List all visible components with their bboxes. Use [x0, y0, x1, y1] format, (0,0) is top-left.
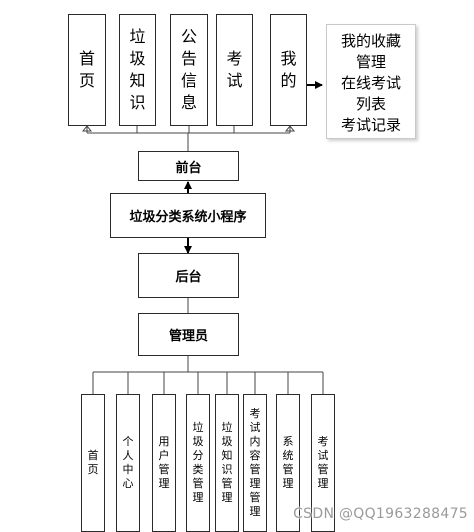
module-announcements: 公告信息	[170, 14, 208, 126]
app-label: 垃圾分类系统小程序	[129, 210, 247, 225]
bottom-bus	[92, 356, 324, 394]
char: 内	[249, 435, 261, 448]
admin-module-waste-knowledge-label: 垃圾知识管理	[222, 421, 233, 505]
frontend-label: 前台	[175, 160, 202, 176]
char: 首	[87, 449, 99, 462]
backend-box: 后台	[138, 253, 239, 298]
char: 理	[192, 491, 204, 504]
char: 垃	[192, 421, 204, 434]
char: 识	[221, 463, 233, 476]
char: 圾	[192, 435, 204, 448]
char: 试	[226, 71, 243, 90]
char: 管	[249, 491, 261, 504]
char: 心	[122, 477, 134, 490]
char: 容	[249, 449, 261, 462]
char: 垃	[221, 421, 233, 434]
module-exam: 考试	[216, 14, 253, 126]
char: 理	[282, 477, 294, 490]
admin-module-exam-label: 考试管理	[318, 435, 329, 491]
admin-module-exam-content-label: 考试内容管理管理	[250, 407, 261, 519]
admin-module-profile-label: 个人中心	[123, 435, 134, 491]
char: 试	[249, 421, 261, 434]
char: 公	[180, 27, 197, 46]
char: 用	[158, 435, 170, 448]
char: 首	[78, 49, 95, 68]
app-box: 垃圾分类系统小程序	[110, 193, 266, 238]
char: 理	[249, 477, 261, 490]
module-exam-label: 考试	[226, 48, 242, 92]
char: 人	[122, 449, 134, 462]
char: 我	[280, 49, 297, 68]
char: 考	[317, 435, 329, 448]
char: 告	[180, 49, 197, 68]
char: 理	[249, 505, 261, 518]
module-mine: 我的	[270, 14, 307, 126]
my-features-note: 我的收藏管理在线考试列表考试记录	[326, 24, 416, 139]
module-waste-knowledge-label: 垃圾知识	[129, 26, 145, 114]
module-home-label: 首页	[79, 48, 95, 92]
char: 管	[158, 463, 170, 476]
backend-label: 后台	[175, 270, 202, 285]
char: 考	[249, 407, 261, 420]
char: 垃	[129, 27, 146, 46]
char: 管	[282, 463, 294, 476]
char: 理	[317, 477, 329, 490]
module-home: 首页	[68, 14, 106, 126]
watermark: CSDN @QQ1963288475	[293, 506, 468, 522]
char: 管	[317, 463, 329, 476]
char: 圾	[129, 49, 146, 68]
char: 管	[192, 477, 204, 490]
admin-module-exam-content: 考试内容管理管理	[243, 394, 267, 532]
admin-module-waste-knowledge: 垃圾知识管理	[215, 394, 239, 532]
module-mine-label: 我的	[280, 48, 296, 92]
char: 页	[78, 71, 95, 90]
admin-module-profile: 个人中心	[116, 394, 140, 532]
admin-box: 管理员	[138, 313, 239, 356]
char: 考	[226, 49, 243, 68]
module-announcements-label: 公告信息	[181, 26, 197, 114]
char: 息	[180, 93, 197, 112]
admin-module-users: 用户管理	[152, 394, 176, 532]
char: 系	[282, 435, 294, 448]
admin-module-system-label: 系统管理	[283, 435, 294, 491]
note-line: 在线考试	[340, 74, 401, 92]
char: 页	[87, 463, 99, 476]
char: 中	[122, 463, 134, 476]
admin-module-waste-category: 垃圾分类管理	[186, 394, 210, 532]
note-line: 管理	[355, 53, 386, 71]
frontend-box: 前台	[138, 151, 239, 181]
char: 管	[249, 463, 261, 476]
char: 信	[180, 71, 197, 90]
top-arrowheads	[81, 125, 296, 132]
admin-module-home-label: 首页	[88, 449, 99, 477]
char: 知	[221, 449, 233, 462]
char: 圾	[221, 435, 233, 448]
char: 识	[129, 93, 146, 112]
char: 户	[158, 449, 170, 462]
module-waste-knowledge: 垃圾知识	[119, 14, 156, 126]
char: 的	[280, 71, 297, 90]
char: 理	[158, 477, 170, 490]
note-line: 我的收藏	[340, 32, 401, 50]
char: 管	[221, 477, 233, 490]
char: 理	[221, 491, 233, 504]
admin-module-home: 首页	[81, 394, 105, 532]
admin-module-system: 系统管理	[276, 394, 300, 532]
note-line: 列表	[355, 95, 386, 113]
char: 分	[192, 449, 204, 462]
admin-module-exam: 考试管理	[311, 394, 335, 532]
char: 试	[317, 449, 329, 462]
char: 个	[122, 435, 134, 448]
admin-module-waste-category-label: 垃圾分类管理	[193, 421, 204, 505]
top-bus	[86, 126, 291, 151]
char: 知	[129, 71, 146, 90]
admin-module-users-label: 用户管理	[159, 435, 170, 491]
char: 类	[192, 463, 204, 476]
char: 统	[282, 449, 294, 462]
admin-label: 管理员	[168, 329, 208, 344]
note-line: 考试记录	[340, 116, 401, 134]
